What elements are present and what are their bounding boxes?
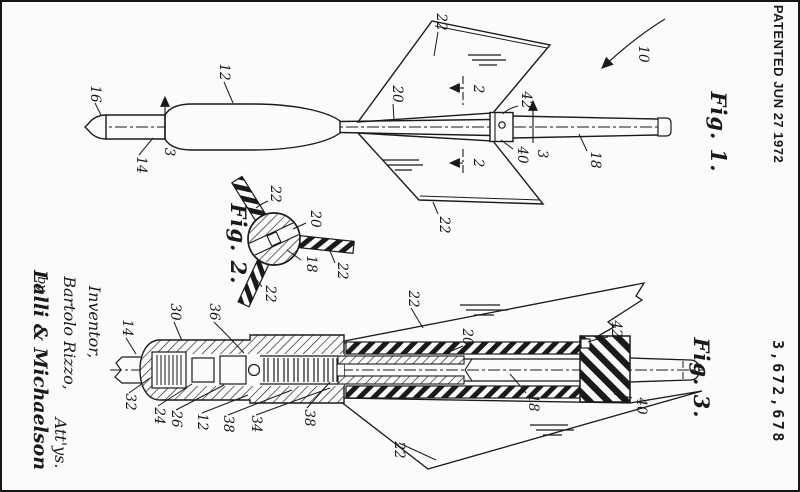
fig3-callout-12: 12 bbox=[194, 413, 210, 430]
header-stamps: PATENTED JUN 27 1972 3,672,678 bbox=[769, 5, 787, 444]
fig3-spring bbox=[260, 355, 338, 385]
fig2-callout-22-right: 22 bbox=[334, 261, 350, 279]
figure-3-drawing bbox=[110, 282, 704, 470]
fig1-callout-2-bottom: 2 bbox=[470, 158, 486, 168]
fig1-callout-2-top: 2 bbox=[470, 84, 486, 94]
fig1-callout-40: 40 bbox=[514, 145, 530, 164]
fig1-callout-42: 42 bbox=[518, 90, 534, 108]
fig3-spacer bbox=[191, 357, 215, 383]
fig3-shaft-end bbox=[689, 359, 700, 381]
fig2-leaders bbox=[255, 200, 336, 288]
fig1-section-2-2 bbox=[448, 76, 464, 175]
fig1-callout-18: 18 bbox=[587, 151, 603, 169]
by-label: by bbox=[34, 276, 49, 292]
fig3-fin-top bbox=[333, 282, 646, 344]
fig3-callout-34: 34 bbox=[248, 415, 264, 432]
fig3-fin-bottom bbox=[334, 390, 703, 470]
fig3-leaders bbox=[125, 307, 633, 461]
fig1-fin-bottom bbox=[356, 132, 545, 205]
figure-1-drawing bbox=[84, 18, 672, 215]
fig2-label: Fig. 2. bbox=[226, 202, 251, 284]
fig1-callout-22-top: 22 bbox=[433, 12, 449, 30]
fig1-callout-22-bottom: 22 bbox=[436, 215, 452, 233]
fig1-fin-top bbox=[356, 20, 552, 123]
fig3-callout-40: 40 bbox=[633, 396, 649, 415]
fig1-callout-20: 20 bbox=[389, 84, 405, 103]
fig2-callout-20: 20 bbox=[307, 209, 323, 228]
fig2-callout-22-lower: 22 bbox=[262, 284, 278, 302]
fig3-tube-wall-top bbox=[337, 355, 465, 365]
fig1-callout-10: 10 bbox=[635, 45, 651, 63]
fig3-callout-18: 18 bbox=[525, 394, 541, 412]
fig3-callout-20: 20 bbox=[459, 327, 475, 346]
fig1-callout-12: 12 bbox=[216, 63, 232, 80]
fig3-callout-32: 32 bbox=[122, 393, 138, 410]
figure-2-drawing bbox=[230, 175, 355, 308]
fig2-vane-right bbox=[294, 234, 355, 254]
fig3-hub-pin bbox=[580, 338, 591, 349]
signature-block: Inventor, Bartolo Rizzo, by Lalli & Mich… bbox=[29, 269, 104, 470]
fig1-callout-3-right: 3 bbox=[534, 150, 550, 159]
fig3-callout-42: 42 bbox=[608, 319, 624, 337]
fig1-callout-3-left: 3 bbox=[161, 148, 177, 157]
fig3-callout-24: 24 bbox=[151, 406, 167, 424]
fig3-fin-shading bbox=[460, 304, 574, 436]
attorneys-label: Att'ys. bbox=[51, 416, 70, 469]
fig3-callout-14: 14 bbox=[119, 319, 135, 336]
fig3-callout-26: 26 bbox=[168, 409, 184, 428]
fig2-callout-18: 18 bbox=[303, 255, 319, 273]
fig1-assembly-arrow bbox=[601, 18, 666, 69]
inventor-heading: Inventor, bbox=[85, 285, 104, 358]
fig3-front-shaft bbox=[114, 356, 154, 384]
fig3-label: Fig. 3. bbox=[689, 336, 714, 418]
figure-1-callouts: 16 14 3 12 22 20 2 2 42 40 3 18 22 10 Fi… bbox=[87, 12, 731, 233]
fig3-callout-22-bottom: 22 bbox=[391, 440, 407, 458]
fig3-callout-22-top: 22 bbox=[405, 289, 421, 307]
fig2-callout-22-upper: 22 bbox=[267, 184, 283, 202]
fig3-callout-30: 30 bbox=[167, 303, 183, 321]
fig1-callout-14: 14 bbox=[133, 156, 149, 173]
inventor-name: Bartolo Rizzo, bbox=[60, 275, 79, 390]
fig1-stem bbox=[339, 118, 492, 123]
fig1-callout-16: 16 bbox=[87, 85, 103, 103]
fig3-ball bbox=[247, 363, 261, 377]
fig1-label: Fig. 1. bbox=[706, 90, 731, 172]
fig3-callout-36: 36 bbox=[206, 303, 222, 321]
patented-date-stamp: PATENTED JUN 27 1972 bbox=[771, 5, 786, 163]
fig3-hub bbox=[579, 335, 631, 403]
fig1-tip bbox=[84, 114, 107, 140]
figure-3-callouts: 14 30 36 32 24 26 12 38 34 38 22 20 42 1… bbox=[119, 289, 714, 458]
patent-number: 3,672,678 bbox=[769, 340, 787, 444]
fig1-body bbox=[164, 103, 341, 151]
fig1-fin-shading bbox=[383, 54, 506, 171]
fig3-tube-wall-bottom bbox=[337, 375, 465, 385]
fig3-stem-wall-bottom bbox=[345, 385, 583, 399]
attorney-signature: Lalli & Michaelson bbox=[29, 269, 51, 470]
fig3-chamber bbox=[219, 355, 247, 385]
fig1-shaft-end-cap bbox=[657, 117, 672, 137]
fig1-leaders bbox=[94, 31, 588, 215]
fig3-callout-38: 38 bbox=[301, 409, 317, 427]
figure-2-callouts: 22 20 18 22 22 Fig. 2. bbox=[226, 184, 350, 302]
fig3-callout-38-front: 38 bbox=[220, 415, 236, 433]
